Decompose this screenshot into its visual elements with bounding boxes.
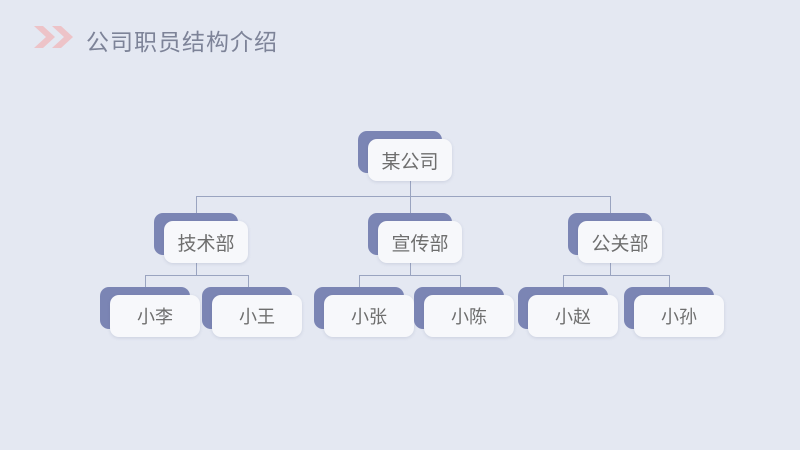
node-card[interactable]: 小王 [212, 295, 302, 337]
node-card[interactable]: 技术部 [164, 221, 248, 263]
node-card[interactable]: 小张 [324, 295, 414, 337]
node-label: 某公司 [381, 150, 439, 173]
node-label: 小孙 [661, 307, 697, 328]
node-card[interactable]: 某公司 [368, 139, 452, 181]
node-label: 小赵 [555, 307, 591, 328]
org-node-leaf-2[interactable]: 小张 [314, 287, 414, 337]
node-label: 小张 [351, 307, 387, 328]
node-label: 宣传部 [391, 232, 449, 255]
node-label: 小陈 [451, 307, 487, 328]
org-node-leaf-5[interactable]: 小孙 [624, 287, 724, 337]
node-label: 小王 [239, 307, 275, 328]
double-chevron-right-icon [33, 26, 81, 48]
org-node-dept-2[interactable]: 公关部 [568, 213, 662, 263]
node-label: 小李 [137, 307, 173, 328]
node-card[interactable]: 小李 [110, 295, 200, 337]
org-node-leaf-0[interactable]: 小李 [100, 287, 200, 337]
node-card[interactable]: 小赵 [528, 295, 618, 337]
node-card[interactable]: 小陈 [424, 295, 514, 337]
node-card[interactable]: 小孙 [634, 295, 724, 337]
org-node-leaf-3[interactable]: 小陈 [414, 287, 514, 337]
node-label: 技术部 [177, 232, 235, 255]
org-node-leaf-4[interactable]: 小赵 [518, 287, 618, 337]
org-node-leaf-1[interactable]: 小王 [202, 287, 302, 337]
node-card[interactable]: 公关部 [578, 221, 662, 263]
org-node-dept-0[interactable]: 技术部 [154, 213, 248, 263]
slide-header: 公司职员结构介绍 [0, 0, 800, 72]
node-label: 公关部 [591, 232, 649, 255]
org-node-dept-1[interactable]: 宣传部 [368, 213, 462, 263]
org-node-root[interactable]: 某公司 [358, 131, 452, 181]
node-card[interactable]: 宣传部 [378, 221, 462, 263]
page-title: 公司职员结构介绍 [86, 30, 278, 56]
